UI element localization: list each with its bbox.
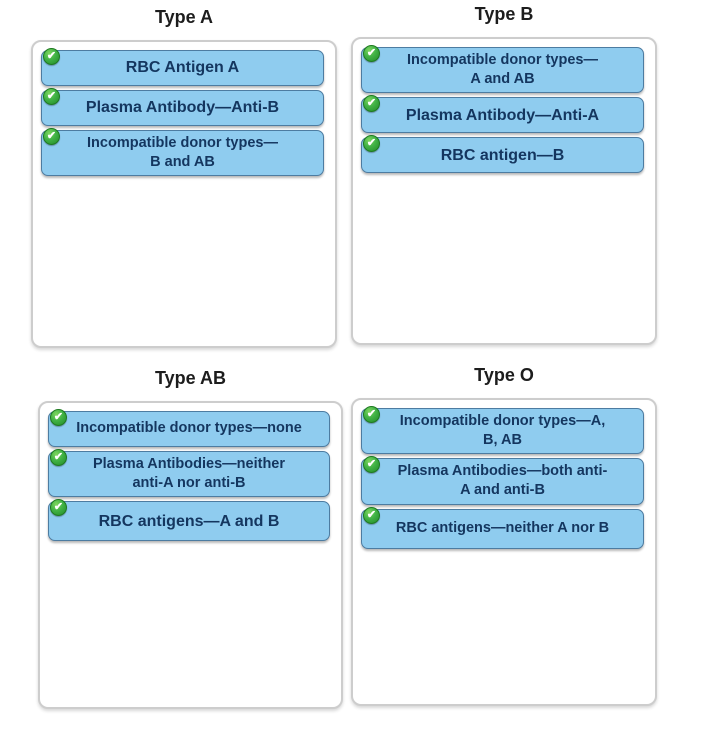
dropzone-type-a[interactable]: ✔ RBC Antigen A ✔ Plasma Antibody—Anti-B… (31, 40, 337, 348)
item-type-o-incompatible-donors[interactable]: ✔ Incompatible donor types—A, B, AB (361, 406, 644, 455)
item-label: Plasma Antibodies—neither anti-A nor ant… (92, 456, 286, 492)
correct-check-icon: ✔ (363, 45, 380, 62)
item-label: RBC antigens—A and B (98, 512, 280, 530)
item-type-a-incompatible-donors[interactable]: ✔ Incompatible donor types—B and AB (41, 128, 324, 177)
item-type-a-rbc-antigen[interactable]: ✔ RBC Antigen A (41, 48, 324, 86)
group-title-type-ab: Type AB (154, 368, 226, 388)
correct-check-icon: ✔ (50, 449, 67, 466)
item-label: Incompatible donor types—A, B, AB (399, 413, 606, 449)
item-type-o-rbc-antigens[interactable]: ✔ RBC antigens—neither A nor B (361, 506, 644, 549)
item-type-b-plasma-antibody[interactable]: ✔ Plasma Antibody—Anti-A (361, 95, 644, 134)
group-type-a: Type A ✔ RBC Antigen A ✔ Plasma Antibody… (31, 6, 337, 348)
dropzone-type-b[interactable]: ✔ Incompatible donor types—A and AB ✔ Pl… (351, 37, 657, 345)
item-type-b-incompatible-donors[interactable]: ✔ Incompatible donor types—A and AB (361, 45, 644, 94)
correct-check-icon: ✔ (363, 95, 380, 113)
group-title-type-a: Type A (154, 7, 213, 27)
item-label: RBC Antigen A (125, 59, 240, 77)
item-type-o-plasma-antibodies[interactable]: ✔ Plasma Antibodies—both anti-A and anti… (361, 456, 644, 505)
item-label: Incompatible donor types—A and AB (407, 52, 598, 88)
item-label: Plasma Antibody—Anti-A (405, 106, 600, 124)
group-title-type-o: Type O (474, 365, 534, 385)
item-label: RBC antigen—B (440, 146, 565, 164)
item-type-b-rbc-antigen[interactable]: ✔ RBC antigen—B (361, 135, 644, 174)
correct-check-icon: ✔ (43, 48, 60, 65)
correct-check-icon: ✔ (43, 88, 60, 105)
item-label: Plasma Antibody—Anti-B (85, 99, 280, 117)
group-type-o: Type O ✔ Incompatible donor types—A, B, … (351, 364, 657, 706)
correct-check-icon: ✔ (363, 456, 380, 474)
dropzone-type-o[interactable]: ✔ Incompatible donor types—A, B, AB ✔ Pl… (351, 398, 657, 706)
item-label: Incompatible donor types—none (76, 420, 302, 437)
correct-check-icon: ✔ (363, 406, 380, 423)
correct-check-icon: ✔ (50, 409, 67, 426)
item-label: Plasma Antibodies—both anti-A and anti-B (397, 463, 608, 499)
group-type-ab: Type AB ✔ Incompatible donor types—none … (38, 367, 343, 709)
group-title-type-b: Type B (474, 4, 534, 24)
item-type-ab-plasma-antibodies[interactable]: ✔ Plasma Antibodies—neither anti-A nor a… (48, 449, 330, 498)
item-type-ab-incompatible-donors[interactable]: ✔ Incompatible donor types—none (48, 409, 330, 447)
item-type-a-plasma-antibody[interactable]: ✔ Plasma Antibody—Anti-B (41, 88, 324, 126)
correct-check-icon: ✔ (43, 128, 60, 145)
item-type-ab-rbc-antigens[interactable]: ✔ RBC antigens—A and B (48, 499, 330, 542)
correct-check-icon: ✔ (363, 506, 380, 524)
item-label: Incompatible donor types—B and AB (87, 135, 278, 171)
correct-check-icon: ✔ (363, 135, 380, 153)
correct-check-icon: ✔ (50, 499, 67, 517)
item-label: RBC antigens—neither A nor B (395, 519, 610, 536)
dropzone-type-ab[interactable]: ✔ Incompatible donor types—none ✔ Plasma… (38, 401, 343, 709)
group-type-b: Type B ✔ Incompatible donor types—A and … (351, 3, 657, 345)
